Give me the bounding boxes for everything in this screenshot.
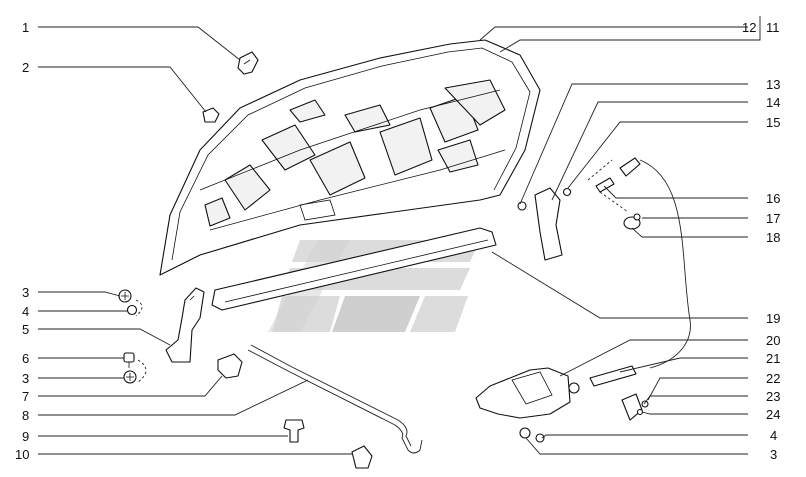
part-20-latch — [475, 367, 580, 419]
part-9-screw — [283, 419, 305, 443]
label-right-15: 15 — [766, 115, 780, 130]
release-cable — [639, 159, 691, 369]
part-3-washer-lock — [519, 427, 531, 439]
part-16-sleeve — [595, 177, 615, 193]
label-right-13: 13 — [766, 77, 780, 92]
part-2-buffer — [202, 107, 220, 123]
label-right-11: 11 — [766, 20, 780, 35]
label-left-1: 1 — [22, 20, 29, 35]
part-24-bracket — [621, 393, 649, 421]
part-21-cable-sleeve — [589, 365, 637, 387]
part-3-washer-top — [118, 289, 132, 303]
hood-panel — [159, 39, 541, 276]
label-left-5: 5 — [22, 322, 29, 337]
label-right-4: 4 — [770, 428, 777, 443]
label-right-24: 24 — [766, 407, 780, 422]
assembly-line-cable — [587, 159, 629, 213]
labels-left: 1 2 3 4 5 6 3 7 8 9 10 — [15, 20, 29, 462]
label-left-3a: 3 — [22, 285, 29, 300]
label-left-3b: 3 — [22, 371, 29, 386]
part-7-clip — [217, 353, 243, 379]
leader-lines-right — [479, 16, 761, 455]
part-1-grommet — [237, 51, 259, 75]
label-right-17: 17 — [766, 211, 780, 226]
label-left-6: 6 — [22, 351, 29, 366]
label-right-21: 21 — [766, 351, 780, 366]
label-right-18: 18 — [766, 230, 780, 245]
part-8-prop-rod — [247, 344, 423, 454]
label-right-14: 14 — [766, 95, 780, 110]
part-10-clip — [351, 445, 373, 469]
part-5-hinge — [165, 287, 205, 363]
part-4-nut-lock — [535, 433, 545, 443]
leader-lines-left — [38, 26, 352, 455]
label-left-7: 7 — [22, 389, 29, 404]
assembly-line-left-top — [135, 299, 143, 317]
assembly-line-left-bottom — [137, 359, 147, 383]
label-right-23: 23 — [766, 389, 780, 404]
part-6-bolt — [123, 352, 135, 368]
label-right-3: 3 — [770, 447, 777, 462]
part-4-nut-top — [126, 304, 138, 316]
label-left-4: 4 — [22, 304, 29, 319]
label-left-10: 10 — [15, 447, 29, 462]
part-14-release-lever — [517, 187, 572, 261]
label-right-20: 20 — [766, 333, 780, 348]
part-3-washer-bottom — [123, 370, 137, 384]
label-left-9: 9 — [22, 429, 29, 444]
label-left-8: 8 — [22, 408, 29, 423]
labels-right: 12 11 13 14 15 16 17 18 19 20 21 22 23 2… — [742, 20, 780, 462]
part-15-cable-end — [619, 157, 641, 177]
seal-strip — [211, 227, 497, 311]
label-right-22: 22 — [766, 371, 780, 386]
label-right-19: 19 — [766, 311, 780, 326]
label-left-2: 2 — [22, 60, 29, 75]
label-right-12: 12 — [742, 20, 756, 35]
part-17-18-grommet — [623, 213, 641, 230]
label-right-16: 16 — [766, 191, 780, 206]
